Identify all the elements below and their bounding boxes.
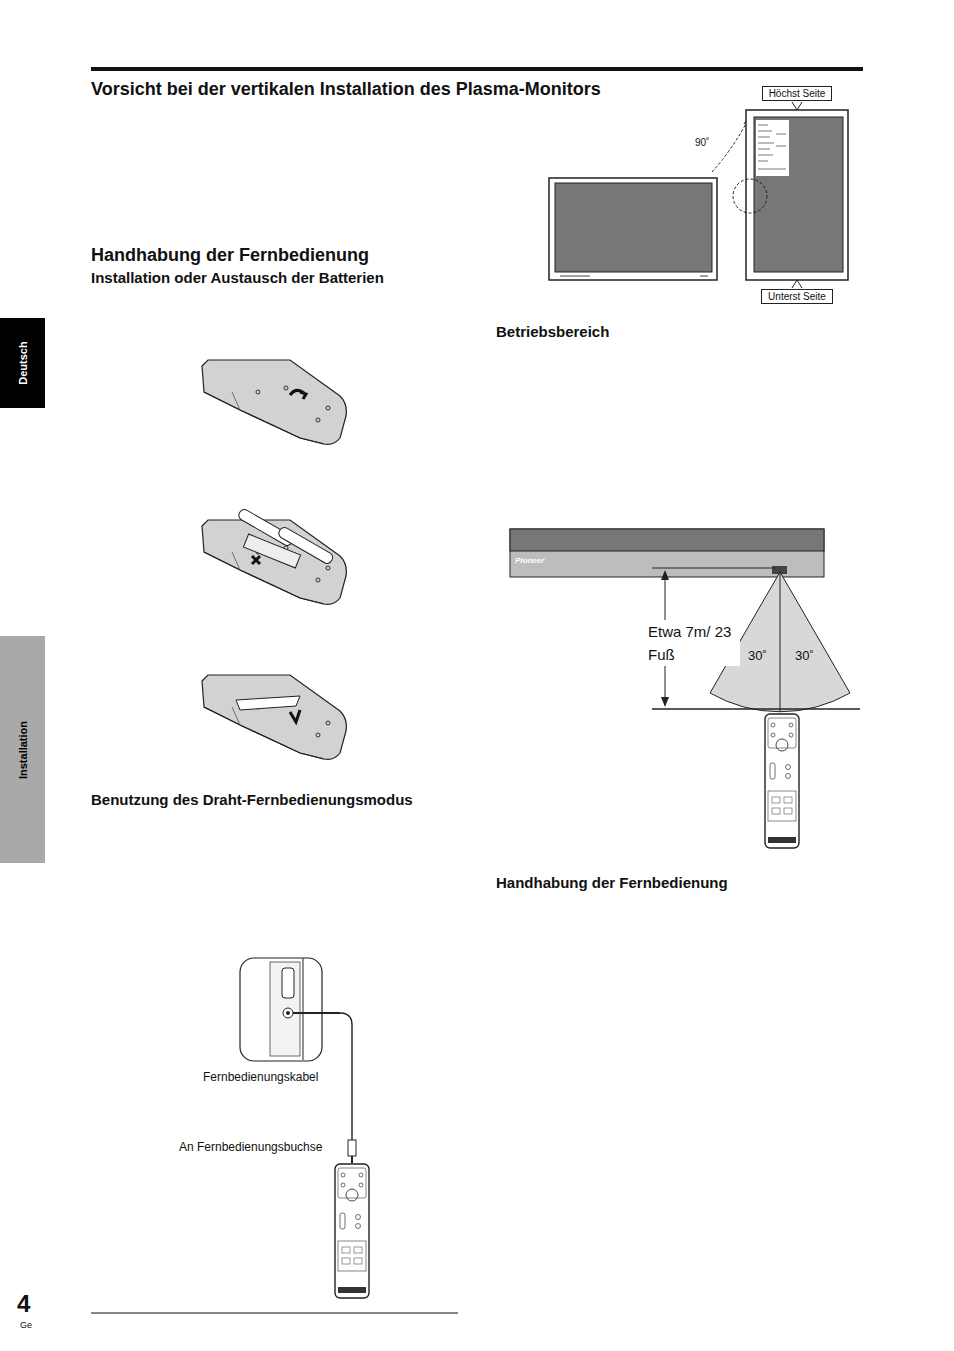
cable-label: Fernbedienungskabel [203,1071,318,1085]
orientation-box: Höchst Seite [762,86,833,101]
jack-label: An Fernbedienungsbuchse [179,1141,322,1155]
sub-heading: Handhabung der Fernbedienung [496,874,728,891]
distance-label: Etwa 7m/ 23 Fuß [648,620,740,666]
sub-heading: Installation oder Austausch der Batterie… [91,269,384,286]
angle-label: 90˚ [695,137,709,149]
sub-heading: Betriebsbereich [496,323,609,340]
tab-text: Deutsch [17,341,29,384]
language-tab: Deutsch [0,318,45,408]
page-number: 4 [17,1290,30,1318]
angle-label: 30˚ [795,649,814,664]
tab-text: Installation [17,720,29,778]
box-text: Unterst Seite [768,291,826,302]
brand-logo: Pioneer [515,556,544,565]
page-title: Vorsicht bei der vertikalen Installation… [91,79,601,100]
angle-label: 30˚ [748,649,767,664]
box-text: Höchst Seite [769,88,826,99]
language-code: Ge [20,1320,32,1330]
sub-heading: Benutzung des Draht-Fernbedienungsmodus [91,791,413,808]
orientation-box: Unterst Seite [761,289,833,304]
section-heading: Handhabung der Fernbedienung [91,245,369,266]
chapter-tab: Installation [0,636,45,863]
